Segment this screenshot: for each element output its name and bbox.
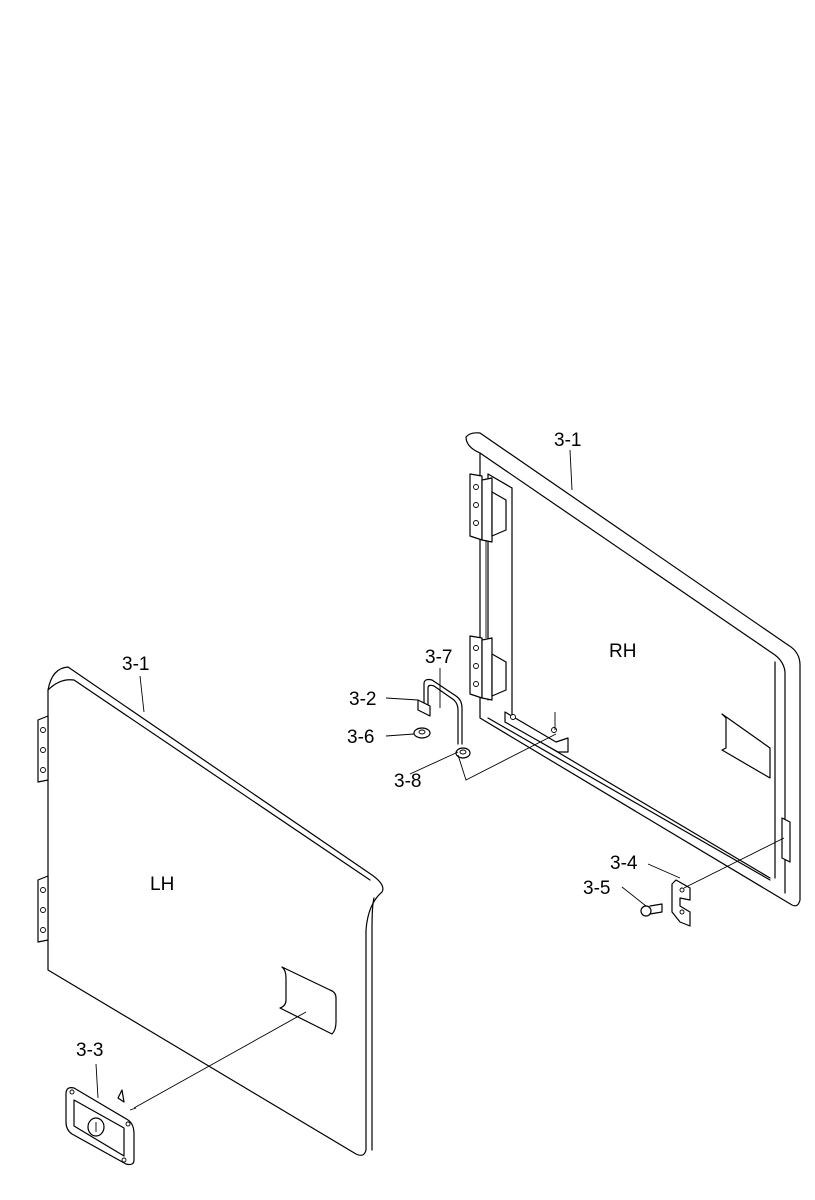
rh-upper-hinge (469, 473, 507, 543)
lh-door (37, 666, 384, 1156)
lock-assembly (65, 1087, 137, 1166)
leader-lines (95, 449, 785, 1109)
screw (640, 903, 663, 917)
handle-rod-part-number: 3-7 (425, 647, 452, 668)
catch-plate-part-number: 3-4 (610, 853, 638, 874)
rh-lower-hinge (469, 635, 507, 701)
washer-part-number: 3-6 (347, 727, 374, 748)
pin-part-number: 3-2 (349, 689, 376, 710)
catch-plate (671, 879, 691, 927)
rh-door-part-number: 3-1 (554, 430, 581, 451)
lh-lower-hinge (37, 875, 49, 943)
screw-part-number: 3-5 (583, 878, 610, 899)
nut-part-number: 3-8 (394, 771, 421, 792)
washer (413, 727, 431, 739)
lh-upper-hinge (37, 715, 49, 783)
handle-rod (423, 678, 463, 745)
lh-door-part-number: 3-1 (122, 654, 149, 675)
lock-part-number: 3-3 (76, 1040, 103, 1061)
pin (417, 699, 431, 717)
lh-side-label: LH (150, 874, 174, 895)
rh-door (465, 432, 801, 907)
rh-side-label: RH (609, 641, 636, 662)
